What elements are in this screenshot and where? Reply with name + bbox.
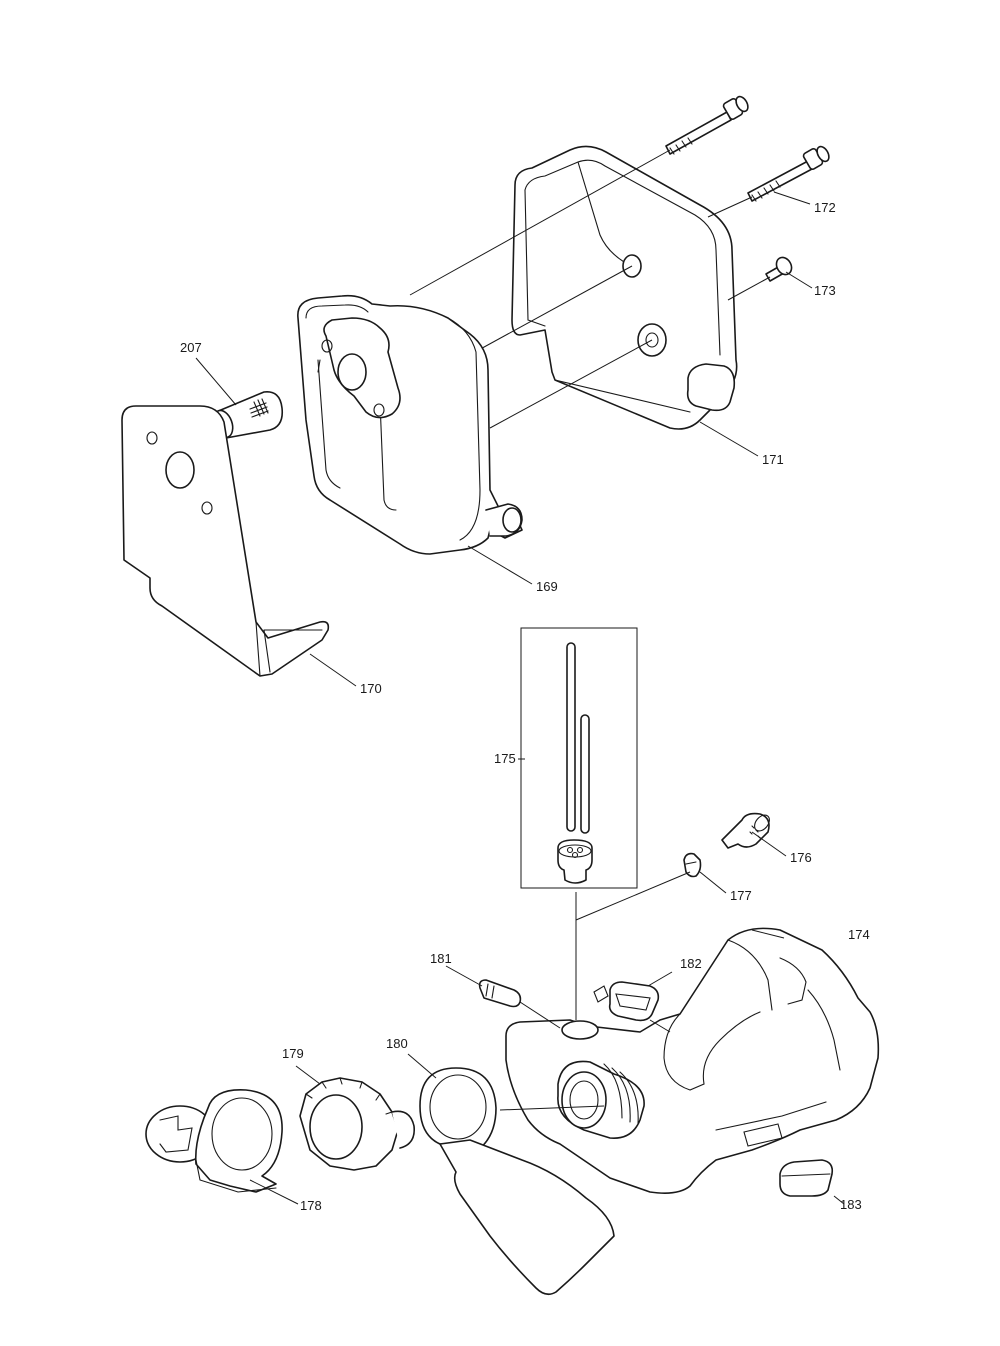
screw-173 [765,256,793,282]
fuel-pipe-kit-frame [520,627,638,889]
muffler-169 [297,294,523,555]
callout-207: 207 [180,340,202,355]
callout-175: 175 [494,751,516,766]
callout-182: 182 [680,956,702,971]
heat-shield-170 [121,405,330,677]
gasket-180 [419,1067,615,1296]
fuel-pipe-175 [557,642,593,884]
tank-cap-179 [299,1077,416,1171]
cap-strap-178 [145,1089,283,1193]
grommet-182 [593,981,660,1022]
rubber-foot-183 [779,1159,834,1197]
callout-169: 169 [536,579,558,594]
callout-176: 176 [790,850,812,865]
callout-179: 179 [282,1046,304,1061]
fuel-weight-177 [683,852,702,878]
muffler-cover-171 [511,145,738,430]
callout-172: 172 [814,200,836,215]
callout-leaders [195,191,845,1205]
long-bolt-upper [665,95,749,155]
fuel-tank-174 [505,927,880,1194]
callout-180: 180 [386,1036,408,1051]
callout-178: 178 [300,1198,322,1213]
long-bolt-172 [747,145,830,202]
callout-183: 183 [840,1197,862,1212]
fuel-filter-176 [721,812,770,849]
callout-177: 177 [730,888,752,903]
callout-170: 170 [360,681,382,696]
callout-labels: 172 173 171 169 170 207 175 176 177 174 … [180,200,870,1213]
callout-173: 173 [814,283,836,298]
breather-181 [478,979,522,1008]
callout-174: 174 [848,927,870,942]
callout-181: 181 [430,951,452,966]
callout-171: 171 [762,452,784,467]
assembly-lines-upper [409,149,771,429]
